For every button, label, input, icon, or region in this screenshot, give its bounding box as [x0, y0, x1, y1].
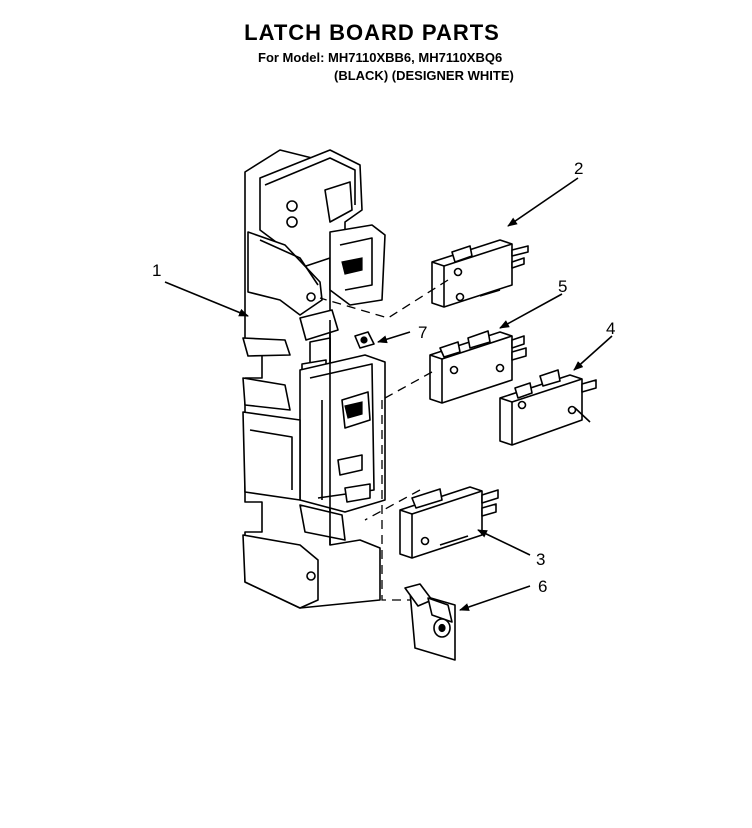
screw-part	[354, 331, 375, 349]
actuator-part-6	[404, 583, 456, 661]
latch-board-part	[242, 149, 386, 609]
switch-part-4	[499, 369, 597, 446]
color-line: (BLACK) (DESIGNER WHITE)	[334, 68, 514, 83]
callout-4: 4	[606, 319, 615, 338]
callout-1: 1	[152, 261, 161, 280]
callout-3: 3	[536, 550, 545, 569]
switch-part-2	[431, 239, 529, 308]
leader-arrows	[164, 177, 613, 611]
switch-part-3	[399, 486, 499, 559]
callout-2: 2	[574, 159, 583, 178]
callout-5: 5	[558, 277, 567, 296]
assembly-lines	[319, 279, 449, 601]
callout-7: 7	[418, 323, 427, 342]
page-title: LATCH BOARD PARTS	[244, 20, 500, 45]
switch-part-5	[429, 330, 527, 404]
model-line: For Model: MH7110XBB6, MH7110XBQ6	[258, 50, 503, 65]
callout-6: 6	[538, 577, 547, 596]
